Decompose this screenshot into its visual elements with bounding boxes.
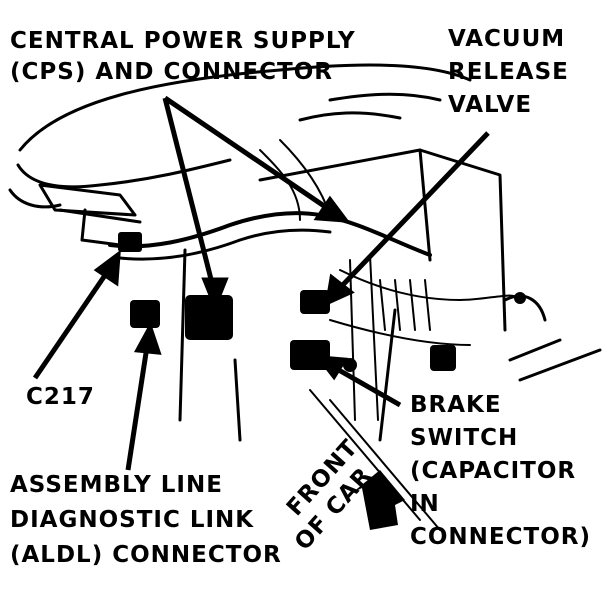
c217-label: C217 bbox=[26, 386, 95, 409]
cps-label-line1: CENTRAL POWER SUPPLY bbox=[10, 28, 356, 54]
brake-label-line3: (CAPACITOR bbox=[410, 458, 577, 484]
aldl-label-line3: (ALDL) CONNECTOR bbox=[10, 542, 282, 568]
brake-switch-label: BRAKE SWITCH (CAPACITOR IN CONNECTOR) bbox=[410, 394, 591, 549]
vacuum-release-valve-label: VACUUM RELEASE VALVE bbox=[448, 28, 569, 117]
brake-switch-connector bbox=[290, 340, 330, 370]
c217-connector bbox=[118, 232, 142, 252]
brake-label-line4: IN bbox=[410, 491, 440, 517]
side-connector bbox=[430, 345, 456, 371]
aldl-label-line2: DIAGNOSTIC LINK bbox=[10, 507, 255, 533]
cps-label: CENTRAL POWER SUPPLY (CPS) AND CONNECTOR bbox=[10, 30, 356, 84]
c217-label-text: C217 bbox=[26, 384, 95, 410]
dash-panel-lower bbox=[16, 158, 232, 189]
vacuum-release-valve bbox=[300, 290, 330, 314]
left-vent-box bbox=[38, 183, 137, 217]
dash-panel-outline bbox=[18, 63, 472, 152]
vac-label-line2: RELEASE bbox=[448, 59, 569, 85]
front-of-car-arrow bbox=[352, 470, 405, 530]
vac-label-line3: VALVE bbox=[448, 92, 533, 118]
cps-label-line2: (CPS) AND CONNECTOR bbox=[10, 59, 333, 85]
aldl-connector-label: ASSEMBLY LINE DIAGNOSTIC LINK (ALDL) CON… bbox=[10, 474, 282, 567]
aldl-label-line1: ASSEMBLY LINE bbox=[10, 472, 223, 498]
aldl-connector bbox=[130, 300, 160, 328]
vac-label-line1: VACUUM bbox=[448, 26, 566, 52]
cps-connector bbox=[185, 295, 233, 340]
brake-label-line1: BRAKE bbox=[410, 392, 502, 418]
wiring-harness bbox=[108, 211, 432, 257]
brake-label-line2: SWITCH bbox=[410, 425, 519, 451]
brake-label-line5: CONNECTOR) bbox=[410, 524, 591, 550]
